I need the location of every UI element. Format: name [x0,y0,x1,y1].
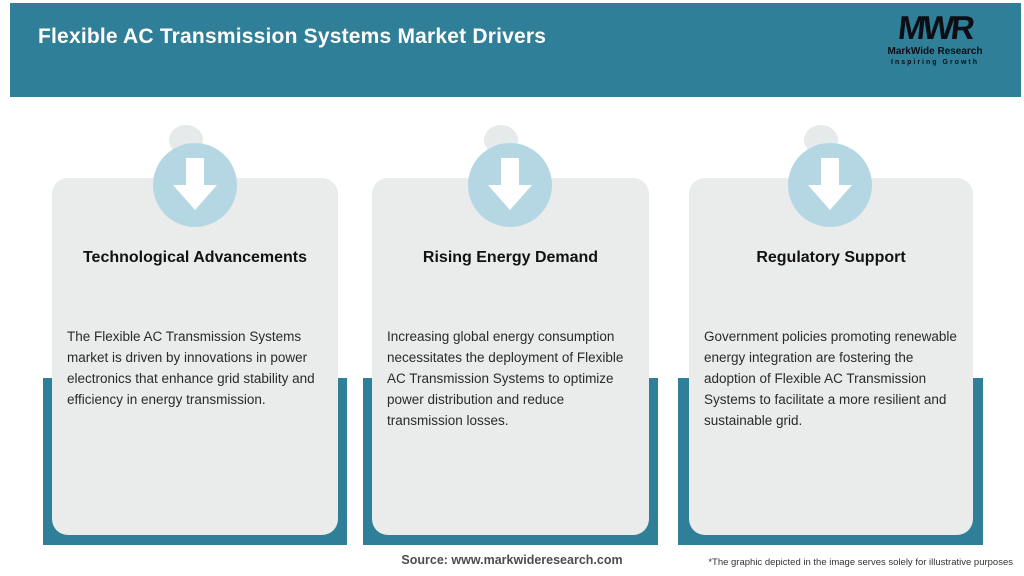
disclaimer-text: *The graphic depicted in the image serve… [708,557,1013,568]
down-arrow-icon [468,143,552,227]
driver-card-regulatory-support: Regulatory Support Government policies p… [689,178,973,535]
logo-mwr-monogram: MWR [896,9,974,46]
card-description: Government policies promoting renewable … [704,329,957,428]
driver-card-technological-advancements: Technological Advancements The Flexible … [52,178,338,535]
markwide-logo: MWR MarkWide Research Inspiring Growth [875,9,995,67]
logo-tagline: Inspiring Growth [891,59,979,66]
driver-card-rising-energy-demand: Rising Energy Demand Increasing global e… [372,178,649,535]
down-arrow-icon [153,143,237,227]
card-title: Technological Advancements [82,249,308,266]
source-text: Source: www.markwideresearch.com [401,553,623,567]
header-band: Flexible AC Transmission Systems Market … [10,3,1021,97]
down-arrow-icon [788,143,872,227]
card-description: The Flexible AC Transmission Systems mar… [67,329,315,407]
page-title: Flexible AC Transmission Systems Market … [38,25,547,48]
down-arrow-icon [788,125,872,227]
down-arrow-icon [468,125,552,227]
card-title: Rising Energy Demand [422,249,599,266]
card-description: Increasing global energy consumption nec… [387,329,624,428]
down-arrow-icon [153,125,237,227]
logo-company-name: MarkWide Research [887,46,983,57]
card-title: Regulatory Support [756,249,906,266]
